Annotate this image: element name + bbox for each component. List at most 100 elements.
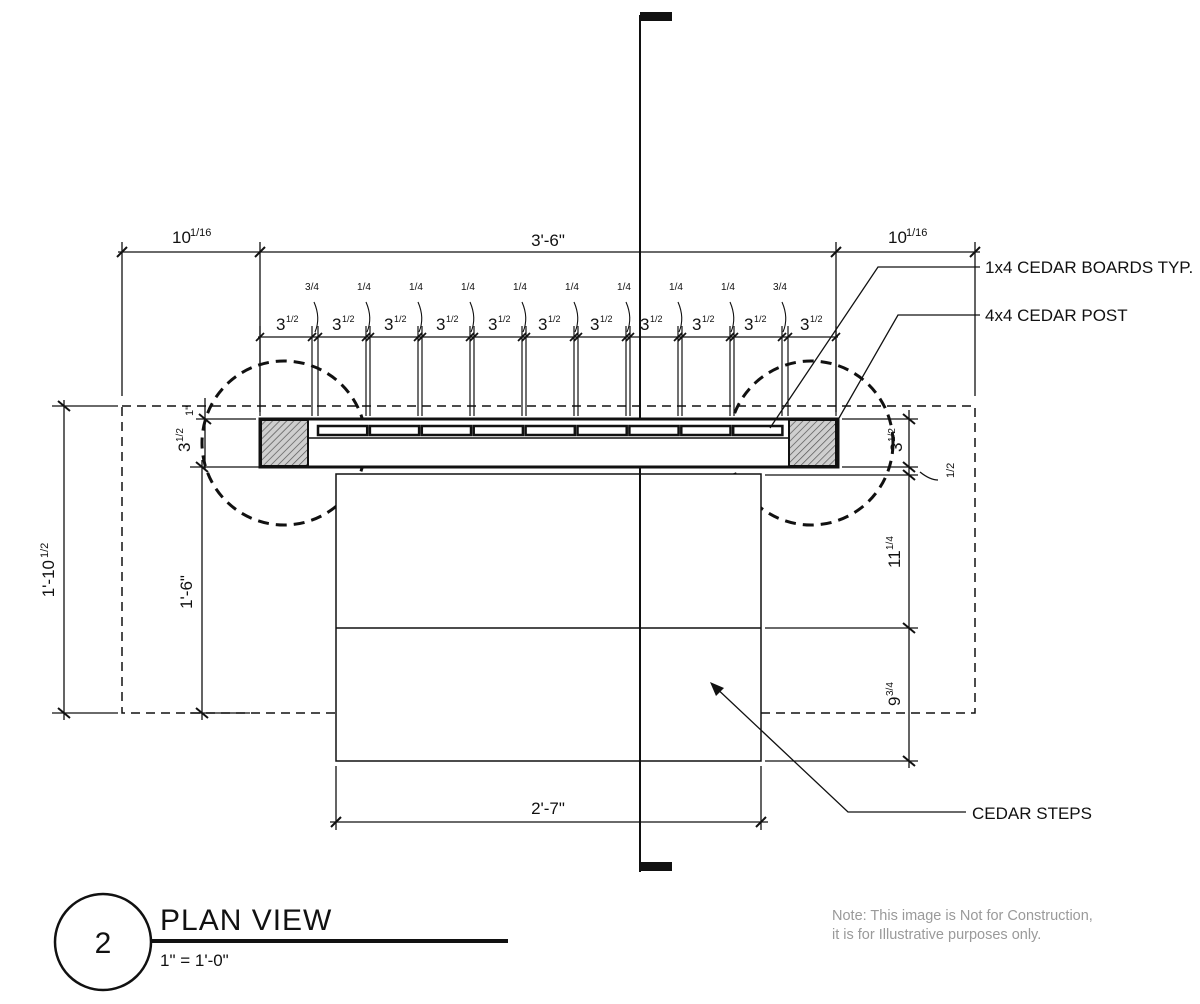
drawing-scale: 1" = 1'-0" (160, 951, 229, 970)
post-depth-dimension (196, 398, 256, 470)
right-post (788, 419, 837, 467)
board-gap-label: 1/4 (513, 282, 527, 333)
svg-text:1/2: 1/2 (702, 314, 715, 324)
svg-text:1/4: 1/4 (513, 282, 527, 293)
spacing-tick (573, 332, 583, 342)
board-gap-label: 1/4 (617, 282, 631, 333)
steps-callout-arrow (710, 682, 724, 696)
spacing-tick (677, 332, 687, 342)
spacing-tick (469, 332, 479, 342)
drawing-title: PLAN VIEW (160, 904, 332, 937)
spacing-tick (465, 332, 475, 342)
svg-text:3: 3 (436, 315, 445, 334)
overall-depth-dimension (52, 400, 118, 720)
cedar-board (576, 424, 628, 437)
board-gap-label: 1/4 (669, 282, 683, 333)
svg-text:1/2: 1/2 (754, 314, 767, 324)
cedar-board (420, 424, 473, 437)
overall-depth-frac: 1/2 (39, 543, 51, 558)
board-gap-label: 1/4 (357, 282, 371, 333)
svg-text:3: 3 (384, 315, 393, 334)
svg-text:1/4: 1/4 (669, 282, 683, 293)
step-depth-label: 1'-6" (177, 575, 196, 609)
board-gap-label: 1/4 (565, 282, 579, 333)
top-dimension (116, 242, 981, 412)
step-width-dimension (330, 766, 768, 830)
right-upper-frac: 1/4 (885, 536, 896, 550)
svg-text:3: 3 (692, 315, 701, 334)
disclaimer-line-1: Note: This image is Not for Construction… (832, 908, 1093, 924)
right-post-depth-whole: 3 (887, 443, 906, 452)
svg-text:1/4: 1/4 (565, 282, 579, 293)
svg-text:1/4: 1/4 (461, 282, 475, 293)
svg-text:3: 3 (590, 315, 599, 334)
cedar-boards (316, 424, 784, 437)
svg-text:1/2: 1/2 (600, 314, 613, 324)
right-lower-frac: 3/4 (885, 682, 896, 696)
svg-text:1/2: 1/2 (650, 314, 663, 324)
right-lower-whole: 9 (885, 697, 904, 706)
overall-width-dimension: 3'-6" (531, 231, 565, 250)
spacing-tick (413, 332, 423, 342)
cedar-board (628, 424, 680, 437)
board-gap-label: 3/4 (305, 282, 319, 333)
cedar-board (731, 424, 784, 437)
right-lower-label: 9 3/4 (885, 682, 904, 706)
post-depth-label: 3 1/2 (175, 428, 194, 452)
spacing-tick (729, 332, 739, 342)
svg-text:3/4: 3/4 (773, 282, 787, 293)
spacing-tick (521, 332, 531, 342)
spacing-tick (831, 332, 841, 342)
overall-depth-label: 1'-10 1/2 (39, 543, 58, 598)
top-gap-label: 1" (184, 406, 196, 416)
svg-text:3/4: 3/4 (305, 282, 319, 293)
cedar-board (368, 424, 421, 437)
spacing-tick (625, 332, 635, 342)
cedar-steps (335, 473, 762, 762)
spacing-tick (777, 332, 787, 342)
svg-text:1/2: 1/2 (810, 314, 823, 324)
callout-leaders (711, 266, 980, 813)
cedar-board (472, 424, 525, 437)
svg-text:1/2: 1/2 (342, 314, 355, 324)
steps-callout: CEDAR STEPS (972, 804, 1092, 823)
svg-text:3: 3 (744, 315, 753, 334)
title-block: 2 PLAN VIEW 1" = 1'-0" (53, 892, 508, 992)
board-gap-label: 3/4 (773, 282, 787, 333)
svg-text:1/2: 1/2 (446, 314, 459, 324)
svg-text:1/2: 1/2 (498, 314, 511, 324)
left-offset-frac: 1/16 (190, 227, 211, 239)
svg-text:3: 3 (276, 315, 285, 334)
cedar-board (680, 424, 732, 437)
spacing-tick (307, 332, 317, 342)
svg-text:1/2: 1/2 (286, 314, 299, 324)
board-gap-label: 1/4 (461, 282, 475, 333)
post-depth-whole: 3 (175, 443, 194, 452)
board-gap-label: 1/4 (721, 282, 735, 333)
svg-text:3: 3 (332, 315, 341, 334)
spacing-tick (255, 332, 265, 342)
boards-callout: 1x4 CEDAR BOARDS TYP. (985, 258, 1193, 277)
svg-text:3: 3 (538, 315, 547, 334)
svg-text:3: 3 (488, 315, 497, 334)
right-upper-whole: 11 (885, 550, 904, 568)
right-dimensions (765, 410, 939, 768)
right-offset-frac: 1/16 (906, 227, 927, 239)
step-width-label: 2'-7" (531, 799, 565, 818)
right-post-depth-label: 3 1/2 (887, 428, 906, 452)
step-depth-dimension (190, 460, 332, 720)
spacing-tick (313, 332, 323, 342)
disclaimer-line-2: it is for Illustrative purposes only. (832, 927, 1041, 943)
svg-text:3: 3 (800, 315, 809, 334)
right-gap-label: 1/2 (945, 463, 957, 478)
footprint-outline (121, 405, 976, 714)
